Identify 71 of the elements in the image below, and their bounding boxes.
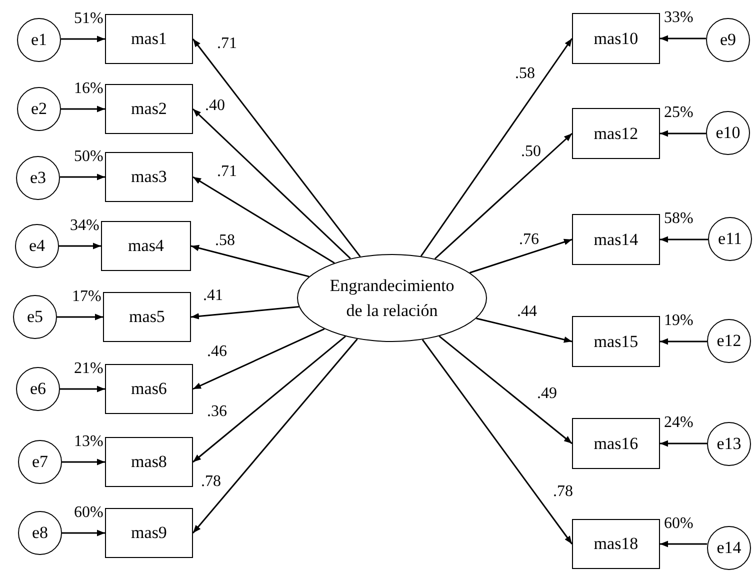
error-circle: e1: [17, 18, 61, 62]
observed-variable-box: mas6: [105, 364, 193, 414]
variance-label: 50%: [74, 149, 104, 165]
arrow: [434, 132, 572, 260]
observed-variable-box: mas1: [105, 14, 193, 64]
variance-label: 51%: [74, 11, 104, 27]
error-circle: e8: [18, 511, 62, 555]
arrow: [660, 236, 708, 243]
arrow: [660, 440, 707, 447]
arrow: [470, 238, 572, 274]
observed-variable-box: mas5: [103, 292, 191, 342]
arrow: [660, 130, 706, 137]
arrow: [660, 35, 706, 42]
error-circle: e10: [706, 111, 750, 155]
observed-variable-box: mas3: [105, 152, 193, 202]
arrow: [190, 306, 299, 320]
arrow: [192, 336, 346, 463]
arrow: [192, 108, 351, 259]
error-circle: e5: [13, 295, 57, 339]
arrow: [61, 36, 105, 42]
observed-variable-box: mas10: [572, 13, 660, 64]
error-circle: e3: [16, 156, 60, 200]
variance-label: 16%: [74, 81, 104, 97]
observed-variable-box: mas12: [572, 108, 660, 159]
error-circle: e12: [707, 319, 751, 363]
arrow: [192, 176, 335, 264]
arrow: [192, 338, 358, 534]
variance-label: 60%: [74, 505, 104, 521]
error-circle: e9: [706, 18, 750, 62]
arrow: [192, 38, 361, 257]
variance-label: 58%: [664, 211, 694, 227]
arrow: [60, 386, 105, 392]
variance-label: 33%: [664, 10, 694, 26]
variance-label: 25%: [664, 105, 694, 121]
variance-label: 34%: [70, 218, 100, 234]
arrow: [476, 318, 572, 343]
arrow: [422, 339, 573, 544]
observed-variable-box: mas2: [105, 84, 193, 134]
observed-variable-box: mas14: [572, 214, 660, 265]
observed-variable-box: mas15: [572, 316, 660, 367]
arrow: [57, 314, 103, 320]
error-circle: e7: [18, 440, 62, 484]
variance-label: 13%: [74, 434, 104, 450]
error-circle: e13: [707, 422, 751, 466]
observed-variable-box: mas8: [105, 437, 193, 487]
arrow: [192, 328, 325, 390]
arrow: [660, 338, 707, 345]
arrow: [60, 174, 105, 180]
error-circle: e11: [708, 217, 752, 261]
arrow: [420, 38, 573, 257]
observed-variable-box: mas9: [105, 508, 193, 558]
arrow: [438, 336, 572, 444]
variance-label: 60%: [664, 516, 694, 532]
arrow: [59, 242, 101, 250]
arrow: [61, 106, 105, 112]
latent-variable-ellipse: Engrandecimiento de la relación: [297, 254, 487, 342]
arrow: [190, 244, 310, 278]
variance-label: 17%: [72, 289, 102, 305]
arrow: [660, 540, 708, 548]
error-circle: e2: [17, 87, 61, 131]
variance-label: 19%: [664, 313, 694, 329]
observed-variable-box: mas16: [572, 418, 660, 469]
observed-variable-box: mas18: [572, 519, 660, 569]
arrow: [62, 530, 105, 536]
error-circle: e14: [707, 526, 751, 570]
error-circle: e4: [15, 224, 59, 268]
observed-variable-box: mas4: [101, 221, 191, 271]
variance-label: 21%: [74, 361, 104, 377]
variance-label: 24%: [664, 415, 694, 431]
arrow: [62, 458, 105, 466]
error-circle: e6: [16, 367, 60, 411]
